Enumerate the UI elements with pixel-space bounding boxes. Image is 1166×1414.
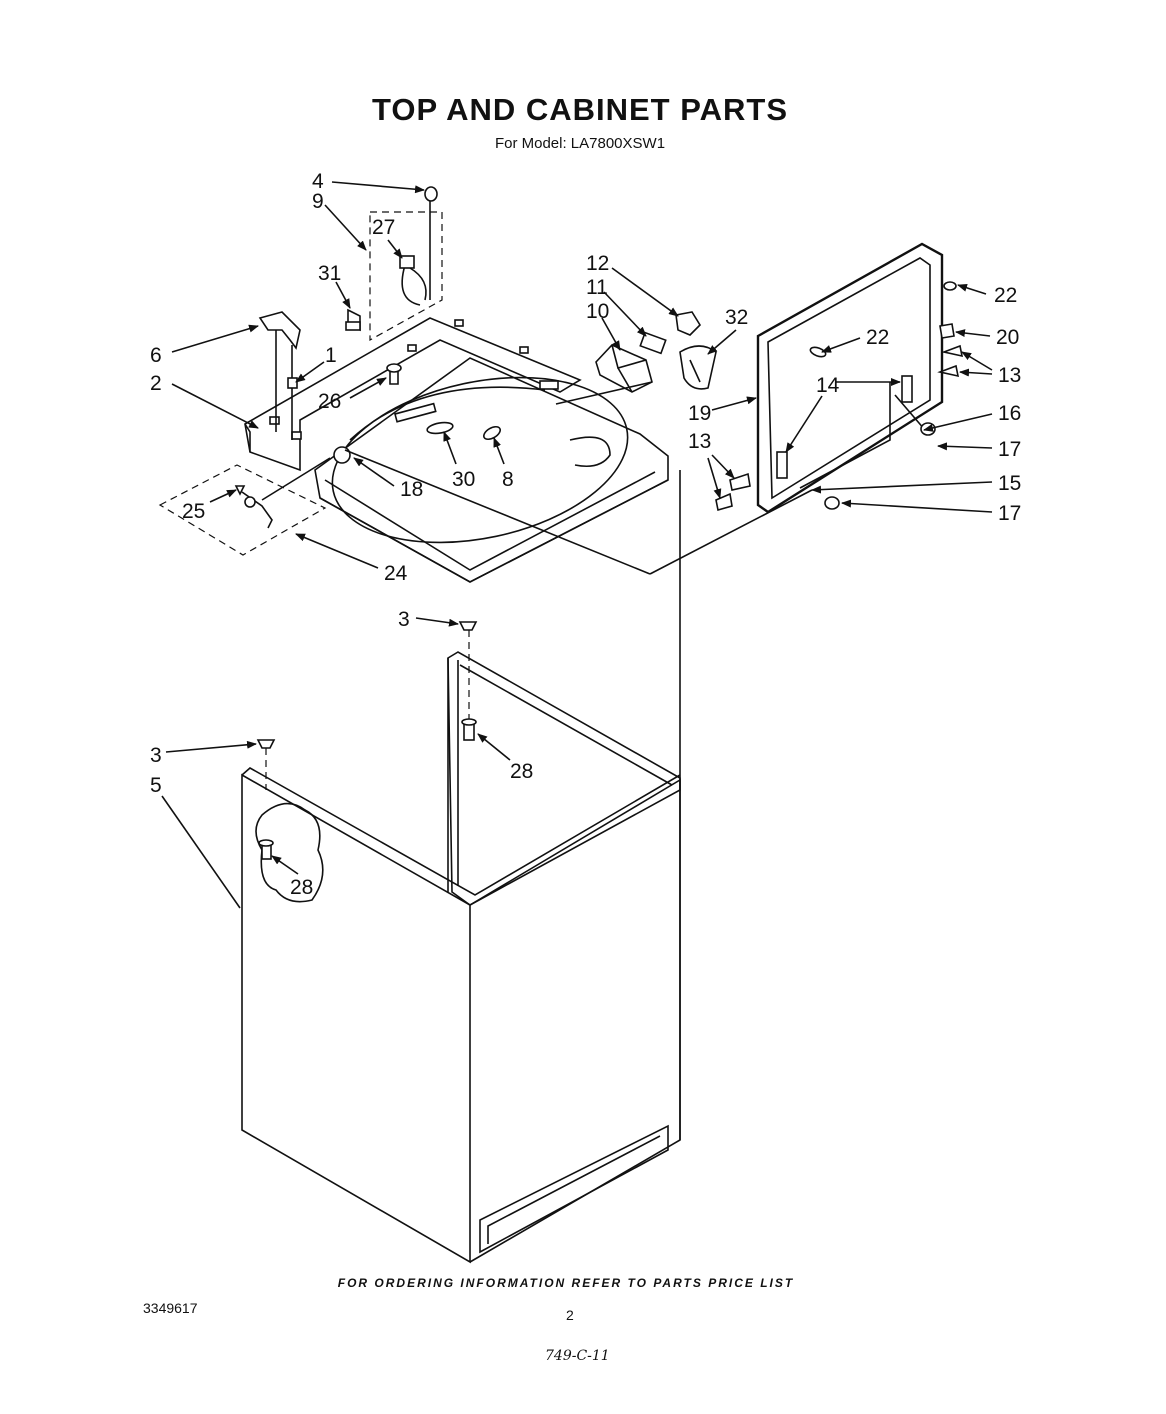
page-title: TOP AND CABINET PARTS bbox=[372, 92, 788, 127]
callout-3-lower: 3 bbox=[150, 744, 162, 767]
callout-28-upper: 28 bbox=[510, 760, 533, 783]
callout-1: 1 bbox=[325, 344, 337, 367]
page-number: 2 bbox=[566, 1307, 574, 1323]
callout-9: 9 bbox=[312, 190, 324, 213]
callout-5: 5 bbox=[150, 774, 162, 797]
callout-labels: 4 9 27 31 6 1 2 26 30 8 18 25 24 12 11 1… bbox=[150, 170, 1021, 899]
clip-31 bbox=[345, 308, 361, 332]
callout-15: 15 bbox=[998, 472, 1021, 495]
callout-27: 27 bbox=[372, 216, 395, 239]
clip-6 bbox=[258, 311, 301, 440]
callout-13-left: 13 bbox=[688, 430, 711, 453]
callout-6: 6 bbox=[150, 344, 162, 367]
callout-20: 20 bbox=[996, 326, 1019, 349]
ordering-note: FOR ORDERING INFORMATION REFER TO PARTS … bbox=[337, 1276, 795, 1290]
callout-2: 2 bbox=[150, 372, 162, 395]
callout-28-lower: 28 bbox=[290, 876, 313, 899]
callout-11: 11 bbox=[586, 276, 608, 299]
callout-16: 16 bbox=[998, 402, 1021, 425]
callout-30: 30 bbox=[452, 468, 475, 491]
callout-8: 8 bbox=[502, 468, 514, 491]
callout-3-upper: 3 bbox=[398, 608, 410, 631]
callout-22-lid: 22 bbox=[866, 326, 889, 349]
callout-14: 14 bbox=[816, 374, 840, 397]
callout-19: 19 bbox=[688, 402, 711, 425]
callout-24: 24 bbox=[384, 562, 408, 585]
callout-31: 31 bbox=[318, 262, 341, 285]
leader-lines bbox=[161, 181, 993, 909]
lid-assembly bbox=[715, 242, 964, 514]
callout-17-upper: 17 bbox=[998, 438, 1021, 461]
document-number: 3349617 bbox=[143, 1300, 198, 1316]
cabinet-drawing bbox=[241, 621, 681, 1264]
callout-12: 12 bbox=[586, 252, 609, 275]
switch-parts bbox=[555, 311, 717, 405]
callout-26: 26 bbox=[318, 390, 341, 413]
callout-13-right: 13 bbox=[998, 364, 1021, 387]
callout-32: 32 bbox=[725, 306, 748, 329]
callout-18: 18 bbox=[400, 478, 423, 501]
callout-10: 10 bbox=[586, 300, 609, 323]
callout-25: 25 bbox=[182, 500, 205, 523]
callout-17-lower: 17 bbox=[998, 502, 1021, 525]
detail-box-24 bbox=[158, 457, 331, 556]
top-panel-drawing bbox=[244, 317, 813, 1140]
handwritten-note: 749-C-11 bbox=[545, 1348, 610, 1364]
callout-22-right: 22 bbox=[994, 284, 1017, 307]
model-subtitle: For Model: LA7800XSW1 bbox=[494, 135, 666, 152]
callout-4: 4 bbox=[312, 170, 324, 193]
harness-detail-27 bbox=[369, 186, 443, 342]
